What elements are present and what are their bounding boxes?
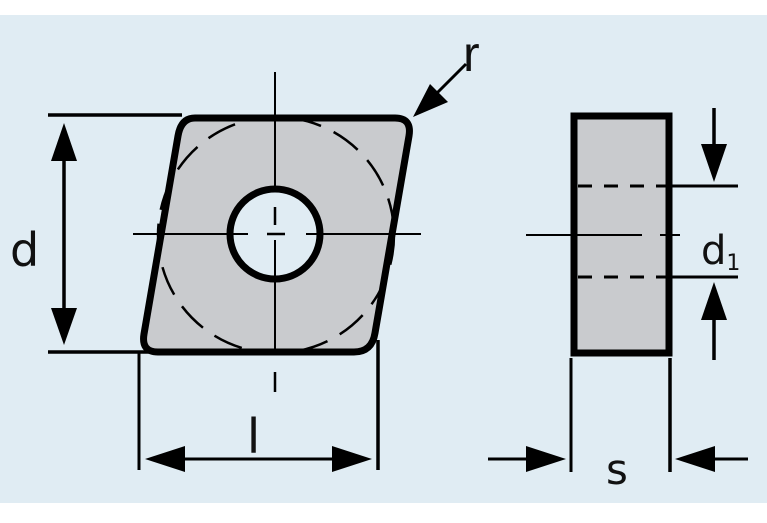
side-view (526, 108, 738, 360)
arrow-down-icon (701, 144, 727, 182)
dimension-l (137, 340, 380, 472)
arrow-left-icon (145, 446, 185, 472)
dimension-d (48, 113, 182, 354)
label-l: l (248, 408, 260, 464)
arrow-left-icon (675, 446, 715, 472)
dimension-s (488, 358, 748, 472)
label-r: r (463, 26, 480, 82)
arrow-up-icon (51, 123, 77, 161)
label-d1-base: d (701, 228, 727, 274)
front-view (133, 72, 421, 392)
insert-drawing (0, 15, 767, 503)
arrow-right-icon (526, 446, 566, 472)
drawing-panel: d r l s d1 (0, 15, 767, 503)
arrow-diagonal-icon (413, 84, 448, 117)
label-s: s (606, 445, 628, 494)
label-d1-sub: 1 (726, 251, 741, 276)
dimension-r (413, 62, 468, 117)
label-d1: d1 (701, 231, 740, 275)
label-d: d (10, 223, 40, 277)
arrow-up-icon (701, 282, 727, 320)
arrow-right-icon (332, 446, 372, 472)
arrow-down-icon (51, 308, 77, 345)
